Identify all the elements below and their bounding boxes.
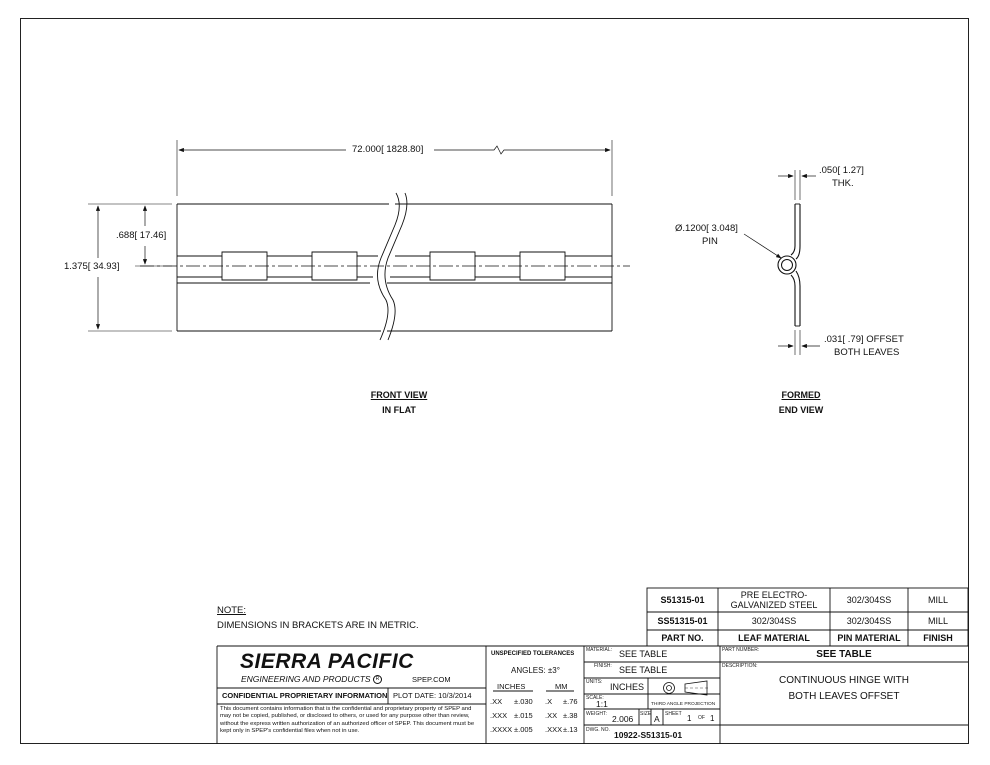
tol-row-3-mm-fmt: .XXX	[545, 725, 563, 734]
part-row-2-part-no: SS51315-01	[657, 616, 708, 626]
leaf-height-value: .688	[116, 230, 135, 241]
tol-row-2-mm-fmt: .XX	[545, 711, 558, 720]
part-number-value: SEE TABLE	[816, 649, 872, 660]
pin-diameter-dimension: Ø.1200[ 3.048]	[675, 223, 738, 234]
header-finish: FINISH	[923, 633, 953, 643]
size-label: SIZE	[640, 711, 652, 717]
dwg-number: 10922-S51315-01	[614, 730, 683, 740]
projection-label: THIRD ANGLE PROJECTION	[651, 702, 716, 707]
material-label: MATERIAL:	[586, 647, 613, 653]
note-heading: NOTE:	[217, 605, 247, 616]
offset-value: .031	[824, 334, 843, 345]
weight-value: 2.006	[612, 714, 634, 724]
weight-label: WEIGHT:	[586, 711, 607, 717]
header-leaf-material: LEAF MATERIAL	[738, 633, 810, 643]
thickness-label: THK.	[832, 178, 854, 189]
size-value: A	[654, 714, 660, 724]
of-label: OF	[698, 715, 705, 721]
length-dimension: 72.000[ 1828.80]	[350, 144, 426, 155]
tol-row-2-in-fmt: .XXX	[490, 711, 508, 720]
registered-icon: R	[372, 675, 382, 685]
description-line-1: CONTINUOUS HINGE WITH	[779, 675, 909, 686]
tol-row-1-in-fmt: .XX	[490, 697, 503, 706]
pin-diameter-metric: 3.048	[711, 223, 736, 234]
units-label: UNITS:	[586, 679, 603, 685]
front-view	[88, 140, 630, 341]
part-row-1-part-no: S51315-01	[660, 595, 705, 605]
thickness-metric: 1.27	[842, 165, 862, 176]
length-value: 72.000	[352, 144, 382, 155]
scale-label: SCALE:	[586, 695, 604, 701]
finish-value: SEE TABLE	[619, 665, 668, 675]
tol-row-2-mm-tol: ±.38	[563, 711, 578, 720]
material-value: SEE TABLE	[619, 649, 668, 659]
header-part-no: PART NO.	[661, 633, 704, 643]
overall-height-metric: 34.93	[93, 261, 117, 272]
part-row-1-pin-material: 302/304SS	[846, 595, 892, 605]
confidential-text: This document contains information that …	[220, 706, 475, 734]
tolerances-title: UNSPECIFIED TOLERANCES	[491, 651, 575, 657]
finish-label: FINISH:	[594, 663, 612, 669]
part-number-label: PART NUMBER:	[722, 647, 760, 653]
offset-dimension: .031[ .79] OFFSET	[824, 334, 904, 345]
leaf-height-metric: 17.46	[139, 230, 164, 241]
third-angle-projection-icon	[663, 680, 710, 696]
tol-row-1-mm-fmt: .X	[545, 697, 553, 706]
pin-label: PIN	[702, 236, 718, 247]
thickness-value: .050	[819, 165, 838, 176]
note-text: DIMENSIONS IN BRACKETS ARE IN METRIC.	[217, 620, 419, 631]
part-row-2-finish: MILL	[927, 616, 948, 626]
front-view-title: FRONT VIEW	[370, 390, 428, 400]
tol-row-3-mm-tol: ±.13	[563, 725, 578, 734]
company-logo: SIERRA PACIFIC	[240, 650, 414, 673]
length-metric: 1828.80	[386, 144, 421, 155]
offset-metric: .79	[847, 334, 861, 345]
overall-height-value: 1.375	[64, 261, 88, 272]
drawing-border	[20, 18, 969, 744]
part-row-1-finish: MILL	[927, 595, 948, 605]
sheet-label: SHEET	[665, 711, 682, 717]
description-label: DESCRIPTION:	[722, 663, 758, 669]
overall-height-dimension: 1.375[ 34.93]	[64, 261, 120, 272]
plot-date: PLOT DATE: 10/3/2014	[393, 691, 472, 700]
mm-header: MM	[555, 682, 568, 691]
part-row-1-leaf-material: PRE ELECTRO- GALVANIZED STEEL	[730, 590, 818, 610]
front-view-subtitle: IN FLAT	[382, 405, 416, 415]
tol-row-3-in-fmt: .XXXX	[490, 725, 513, 734]
dwg-label: DWG. NO.	[586, 727, 610, 733]
end-view-title: FORMED	[781, 390, 821, 400]
sheet-value: 1	[687, 714, 692, 723]
description-line-2: BOTH LEAVES OFFSET	[788, 691, 900, 702]
part-row-2-leaf-material: 302/304SS	[751, 616, 797, 626]
offset-label: OFFSET	[866, 334, 904, 345]
end-view-subtitle: END VIEW	[778, 405, 824, 415]
angles-tolerance: ANGLES: ±3°	[511, 666, 560, 675]
tol-row-1-mm-tol: ±.76	[563, 697, 578, 706]
website: SPEP.COM	[412, 675, 451, 684]
title-block-lines	[216, 587, 969, 744]
pin-diameter-value: Ø.1200	[675, 223, 707, 234]
thickness-dimension: .050[ 1.27]	[819, 165, 864, 176]
company-subtitle: ENGINEERING AND PRODUCTS R	[241, 674, 382, 685]
part-row-2-pin-material: 302/304SS	[846, 616, 892, 626]
tol-row-1-in-tol: ±.030	[514, 697, 533, 706]
end-view	[743, 170, 820, 355]
scale-value: 1:1	[596, 699, 608, 709]
inches-header: INCHES	[497, 682, 526, 691]
company-subtitle-text: ENGINEERING AND PRODUCTS	[241, 674, 371, 684]
sheet-total: 1	[710, 714, 715, 723]
tol-row-2-in-tol: ±.015	[514, 711, 533, 720]
confidential-title: CONFIDENTIAL PROPRIETARY INFORMATION	[222, 691, 388, 700]
tol-row-3-in-tol: ±.005	[514, 725, 533, 734]
units-value: INCHES	[610, 682, 645, 692]
offset-label-both: BOTH LEAVES	[834, 347, 900, 358]
header-pin-material: PIN MATERIAL	[837, 633, 901, 643]
leaf-height-dimension: .688[ 17.46]	[116, 230, 167, 241]
